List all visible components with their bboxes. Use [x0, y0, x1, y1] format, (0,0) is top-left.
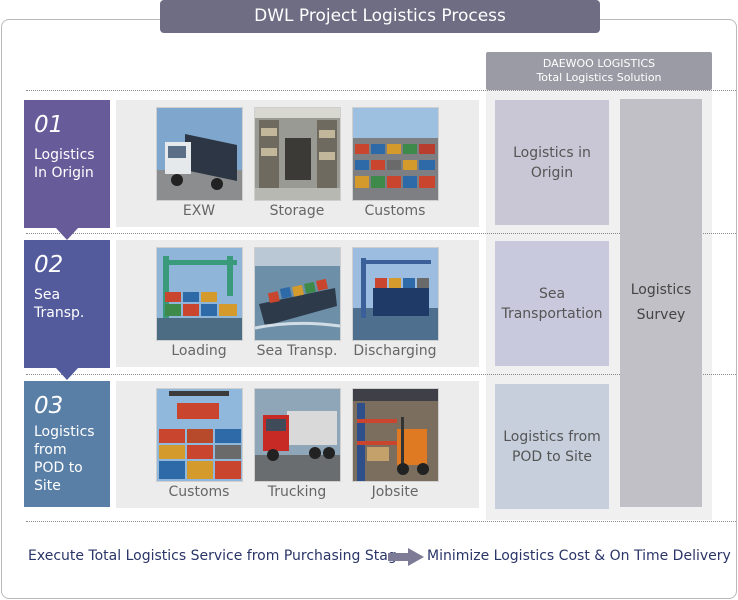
- stage-label: Logistics In Origin: [34, 147, 95, 181]
- crane-loading-photo-icon: [156, 247, 243, 341]
- container-stack-photo-icon: [156, 388, 243, 482]
- stage-label: Sea Transp.: [34, 287, 85, 321]
- header-line2: Total Logistics Solution: [536, 71, 662, 84]
- down-arrow-icon: [56, 368, 78, 380]
- stage-01: 01 Logistics In Origin: [24, 100, 110, 240]
- logistics-survey-box: Logistics Survey: [620, 99, 702, 507]
- solution-box-sea: Sea Transportation: [495, 241, 609, 366]
- stage-02: 02 Sea Transp.: [24, 240, 110, 380]
- item-caption: Storage: [269, 203, 325, 219]
- truck-photo-icon: [156, 107, 243, 201]
- solution-box-origin: Logistics in Origin: [495, 100, 609, 225]
- divider: [26, 90, 736, 91]
- solution-box-pod: Logistics from POD to Site: [495, 384, 609, 509]
- red-truck-photo-icon: [254, 388, 341, 482]
- item-caption: Sea Transp.: [256, 343, 338, 359]
- stage-number: 02: [34, 252, 64, 278]
- item-caption: Customs: [168, 484, 230, 500]
- port-discharging-photo-icon: [352, 247, 439, 341]
- diagram-title: DWL Project Logistics Process: [160, 0, 600, 33]
- stage-label: Logistics from POD to Site: [34, 424, 95, 494]
- stage-01-panel: EXW Storage Customs: [116, 100, 479, 227]
- down-arrow-icon: [56, 228, 78, 240]
- item-caption: Discharging: [353, 343, 437, 359]
- header-line1: DAEWOO LOGISTICS: [542, 57, 656, 70]
- item-caption: Loading: [171, 343, 227, 359]
- item-caption: EXW: [182, 203, 216, 219]
- stage-number: 01: [34, 112, 64, 138]
- divider: [26, 521, 736, 522]
- solution-header: DAEWOO LOGISTICS Total Logistics Solutio…: [486, 52, 712, 90]
- divider: [26, 374, 736, 375]
- warehouse-photo-icon: [254, 107, 341, 201]
- stage-03-panel: Customs Trucking Jobsite: [116, 381, 479, 508]
- divider: [26, 233, 736, 234]
- item-caption: Jobsite: [371, 484, 419, 500]
- container-yard-photo-icon: [352, 107, 439, 201]
- forklift-photo-icon: [352, 388, 439, 482]
- stage-03: 03 Logistics from POD to Site: [24, 381, 110, 507]
- footer-left-text: Execute Total Logistics Service from Pur…: [28, 548, 397, 564]
- footer-right-text: Minimize Logistics Cost & On Time Delive…: [427, 548, 731, 564]
- container-ship-photo-icon: [254, 247, 341, 341]
- item-caption: Trucking: [267, 484, 327, 500]
- right-arrow-icon: [388, 548, 424, 566]
- stage-number: 03: [34, 393, 64, 419]
- stage-02-panel: Loading Sea Transp. Discharging: [116, 240, 479, 367]
- item-caption: Customs: [364, 203, 426, 219]
